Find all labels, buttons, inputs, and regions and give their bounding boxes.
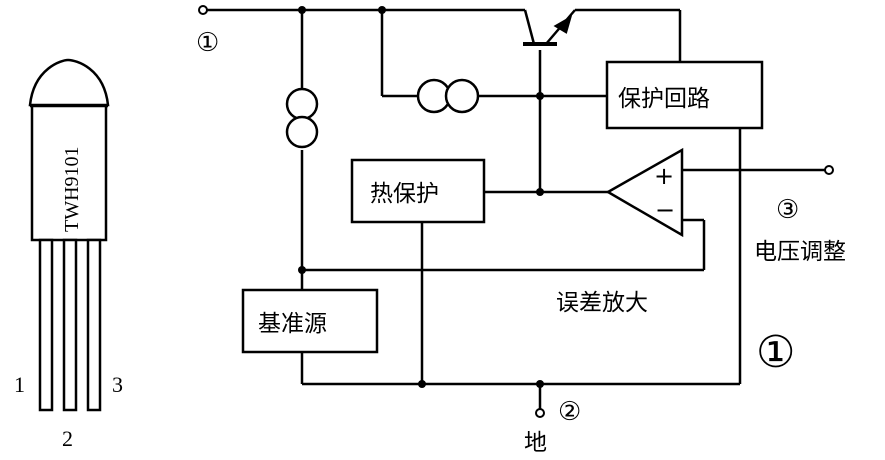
pass-transistor [523,9,576,46]
circuit-wires [206,8,826,410]
error-amp-label: 误差放大 [556,290,648,316]
thermal-protection-block [350,158,486,224]
terminal-2-label: ② [558,397,581,427]
terminal-1-node [198,5,208,15]
figure-number: ① [756,327,795,378]
component-package [28,58,110,412]
terminal-2-node [535,408,545,418]
pin-3-label: 3 [112,372,123,397]
terminal-1-label: ① [196,28,219,58]
voltage-adjust-label: 电压调整 [754,239,846,265]
ground-label: 地 [524,430,547,456]
pin-2-label: 2 [62,426,73,451]
thermal-protection-label: 热保护 [370,181,439,207]
pin-3-lead [86,238,102,412]
protection-loop-label: 保护回路 [618,86,710,112]
reference-source-block [241,288,379,354]
amp-plus-sign: + [654,162,674,190]
error-amplifier [605,147,684,238]
reference-source-label: 基准源 [258,311,327,337]
pin-1-label: 1 [14,372,25,397]
current-source-1 [285,87,319,149]
amp-minus-sign: − [655,196,675,224]
pin-2-lead [62,238,78,412]
pin-1-lead [38,238,54,412]
current-source-2 [416,78,480,114]
package-marking: TWH9101 [61,146,83,232]
junction-dots [298,6,544,388]
terminal-3-node [824,165,834,175]
package-dome [28,58,110,107]
terminal-3-label: ③ [776,195,799,225]
protection-loop-block [605,60,764,130]
